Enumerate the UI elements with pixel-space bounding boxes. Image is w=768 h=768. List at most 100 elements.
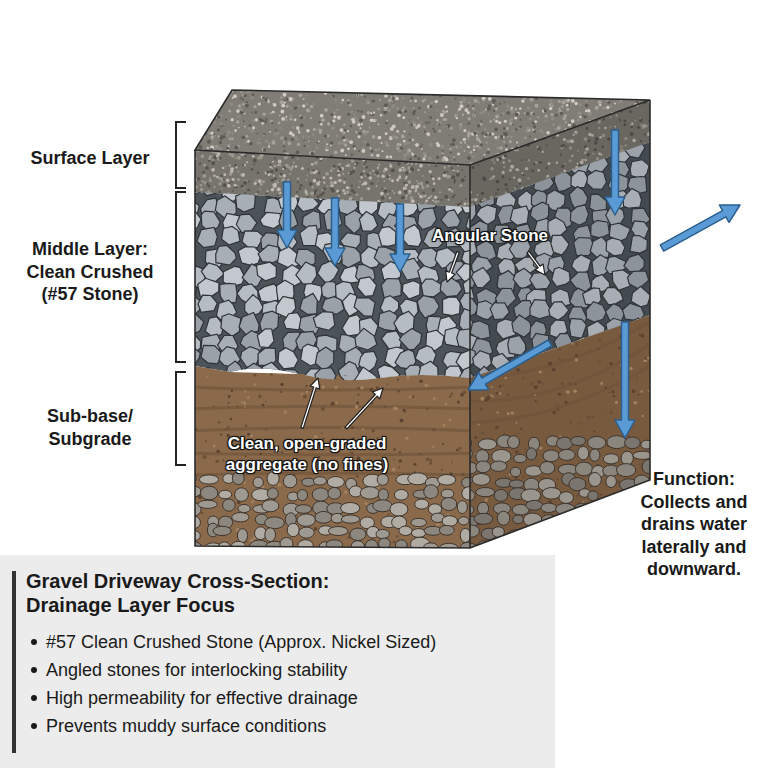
grit xyxy=(236,166,238,168)
grit xyxy=(457,152,460,155)
grit xyxy=(284,152,286,154)
grit xyxy=(443,166,445,168)
grit xyxy=(607,89,610,92)
grit xyxy=(337,109,339,111)
grit xyxy=(297,161,300,164)
grit xyxy=(306,95,308,97)
grit xyxy=(603,127,607,131)
grit xyxy=(409,119,411,121)
grit xyxy=(485,133,488,136)
grit xyxy=(247,127,250,130)
grit xyxy=(562,99,564,101)
grit xyxy=(342,131,345,134)
grit xyxy=(435,165,437,167)
grit xyxy=(222,167,224,169)
grit xyxy=(327,185,329,187)
grit xyxy=(616,93,618,95)
grit xyxy=(237,162,240,165)
grit xyxy=(271,167,273,169)
grit xyxy=(545,94,547,96)
grit xyxy=(579,129,583,133)
grit xyxy=(407,149,411,153)
grit xyxy=(444,154,448,158)
grit xyxy=(214,186,216,188)
grit xyxy=(244,136,246,138)
grit xyxy=(370,119,374,123)
grit xyxy=(381,149,383,151)
grit xyxy=(498,121,501,124)
grit xyxy=(612,118,616,122)
grit xyxy=(254,105,257,108)
grit xyxy=(292,134,295,137)
grit xyxy=(612,122,614,124)
grit xyxy=(582,126,584,128)
grit xyxy=(513,88,516,91)
grit xyxy=(388,178,391,181)
grit xyxy=(441,145,445,149)
grit xyxy=(360,176,362,178)
grit xyxy=(509,140,512,143)
grit xyxy=(568,123,572,127)
grit xyxy=(529,118,532,121)
grit xyxy=(437,177,440,180)
grit xyxy=(364,132,367,135)
grit xyxy=(460,104,464,108)
grit xyxy=(296,191,298,193)
grit xyxy=(495,105,497,107)
grit xyxy=(584,130,587,133)
grit xyxy=(351,185,353,187)
grit xyxy=(473,148,476,151)
grit xyxy=(437,143,441,147)
grit xyxy=(533,125,536,128)
grit xyxy=(445,158,448,161)
grit xyxy=(203,164,206,167)
grit xyxy=(520,119,522,121)
grit xyxy=(190,166,193,169)
grit xyxy=(474,195,476,197)
grit xyxy=(473,180,475,182)
grit xyxy=(326,145,329,148)
grit xyxy=(539,93,541,95)
grit xyxy=(453,146,455,148)
grit xyxy=(532,112,535,115)
grit xyxy=(476,137,480,141)
grit xyxy=(486,136,489,139)
grit xyxy=(391,104,395,108)
grit xyxy=(408,191,411,194)
grit xyxy=(207,185,210,188)
grit xyxy=(436,146,439,149)
grit xyxy=(486,151,490,155)
grit xyxy=(324,140,326,142)
grit xyxy=(292,85,294,87)
grit xyxy=(453,171,455,173)
grit xyxy=(560,150,562,152)
grit xyxy=(635,85,639,89)
grit xyxy=(473,145,476,148)
grit xyxy=(350,166,353,169)
grit xyxy=(323,176,326,179)
grit xyxy=(372,135,376,139)
grit xyxy=(225,116,227,118)
grit xyxy=(620,145,623,148)
grit xyxy=(257,184,259,186)
grit xyxy=(194,129,197,132)
grit xyxy=(302,98,304,100)
grit xyxy=(511,110,514,113)
grit xyxy=(543,108,545,110)
grit xyxy=(295,165,297,167)
grit xyxy=(439,153,441,155)
grit xyxy=(479,112,482,115)
grit xyxy=(508,83,512,87)
grit xyxy=(361,111,364,114)
grit xyxy=(359,181,361,183)
grit xyxy=(238,171,240,173)
grit xyxy=(233,125,235,127)
grit xyxy=(515,108,518,111)
grit xyxy=(625,112,627,114)
grit xyxy=(431,153,435,157)
grit xyxy=(571,99,575,103)
grit xyxy=(644,156,646,158)
grit xyxy=(445,105,448,108)
grit xyxy=(232,190,234,192)
grit xyxy=(514,116,517,119)
